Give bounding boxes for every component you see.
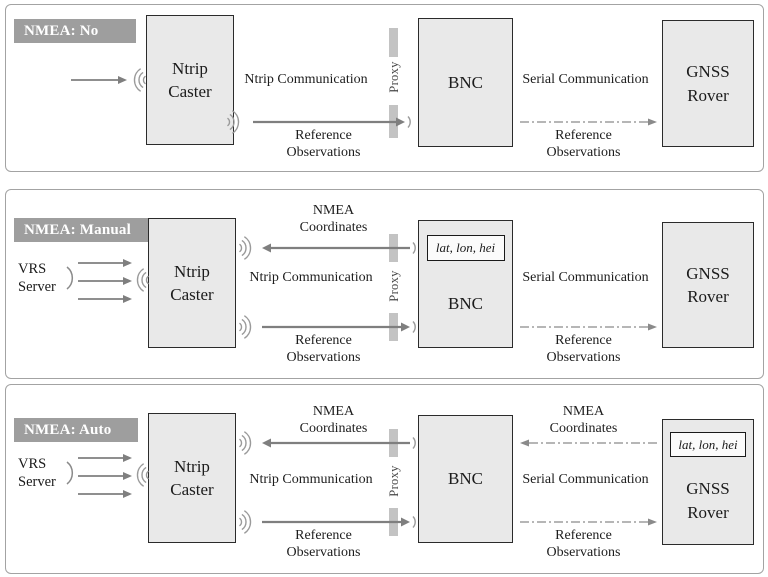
radio-waves-left-icon bbox=[133, 68, 147, 92]
nmea-coordinates-dashdot-arrow bbox=[520, 439, 658, 447]
ntrip-caster-label: Ntrip bbox=[174, 261, 210, 281]
radio-waves-right-icon bbox=[238, 431, 252, 455]
vrs-arrow bbox=[78, 472, 132, 480]
gnss-rover-label: GNSS bbox=[686, 263, 730, 283]
gnss-rover-box: GNSS Rover bbox=[662, 20, 754, 147]
panel-title-badge: NMEA: Auto bbox=[14, 418, 138, 442]
input-arrow bbox=[71, 76, 127, 84]
ntrip-caster-label: Ntrip bbox=[172, 58, 208, 78]
reference-observations-dashdot-arrow bbox=[520, 323, 657, 331]
radio-waves-right-icon bbox=[238, 236, 252, 260]
coordinates-box: lat, lon, hei bbox=[670, 432, 746, 457]
panel-nmea-no: NMEA: No Ntrip Caster Ntrip Communicatio… bbox=[5, 4, 764, 172]
panel-title-badge: NMEA: Manual bbox=[14, 218, 148, 242]
reference-observations-label: Reference Observations bbox=[286, 128, 361, 160]
vrs-arrow bbox=[78, 454, 132, 462]
vrs-arrow bbox=[78, 490, 132, 498]
reference-observations-arrow bbox=[253, 116, 411, 128]
proxy-label: Proxy bbox=[387, 465, 401, 497]
nmea-coordinates-arrow bbox=[262, 242, 416, 254]
serial-communication-label: Serial Communication bbox=[522, 270, 649, 285]
radio-waves-left-icon bbox=[136, 268, 150, 292]
paren-wave-icon bbox=[66, 266, 74, 290]
reference-observations-dashdot-arrow bbox=[520, 118, 657, 126]
coordinates-box: lat, lon, hei bbox=[426, 235, 505, 261]
bnc-box: BNC bbox=[418, 18, 513, 147]
reference-observations-label: Reference Observations bbox=[546, 128, 621, 160]
vrs-server-label: VRS Server bbox=[18, 261, 56, 295]
reference-observations-dashdot-arrow bbox=[520, 518, 657, 526]
vrs-arrow bbox=[78, 259, 132, 267]
ntrip-caster-box: Ntrip Caster bbox=[146, 15, 234, 145]
paren-wave-icon bbox=[66, 461, 74, 485]
bnc-box: lat, lon, hei BNC bbox=[418, 220, 513, 348]
reference-observations-label: Reference Observations bbox=[286, 333, 361, 365]
ntrip-communication-label: Ntrip Communication bbox=[244, 72, 368, 87]
nmea-coordinates-arrow bbox=[262, 437, 416, 449]
radio-waves-right-icon bbox=[226, 110, 240, 134]
panel-title-badge: NMEA: No bbox=[14, 19, 136, 43]
radio-waves-right-icon bbox=[238, 510, 252, 534]
ntrip-communication-label: Ntrip Communication bbox=[249, 270, 373, 285]
ntrip-caster-box: Ntrip Caster bbox=[148, 413, 236, 543]
bnc-label: BNC bbox=[448, 469, 483, 489]
ntrip-caster-label: Ntrip bbox=[174, 456, 210, 476]
serial-communication-label: Serial Communication bbox=[522, 72, 649, 87]
nmea-coordinates-label: NMEA Coordinates bbox=[549, 404, 618, 436]
nmea-coordinates-label: NMEA Coordinates bbox=[299, 404, 368, 436]
reference-observations-arrow bbox=[262, 321, 416, 333]
gnss-rover-box: GNSS Rover bbox=[662, 222, 754, 348]
panel-nmea-auto: NMEA: Auto VRS Server Ntrip Caster NMEA … bbox=[5, 384, 764, 574]
serial-communication-label: Serial Communication bbox=[522, 472, 649, 487]
bnc-label: BNC bbox=[448, 72, 483, 92]
radio-waves-right-icon bbox=[238, 315, 252, 339]
ntrip-caster-box: Ntrip Caster bbox=[148, 218, 236, 348]
proxy-label: Proxy bbox=[387, 61, 401, 93]
vrs-arrow bbox=[78, 295, 132, 303]
reference-observations-label: Reference Observations bbox=[286, 528, 361, 560]
bnc-box: BNC bbox=[418, 415, 513, 543]
vrs-server-label: VRS Server bbox=[18, 456, 56, 490]
bnc-label: BNC bbox=[448, 294, 483, 314]
proxy-bar bbox=[389, 28, 398, 57]
proxy-label: Proxy bbox=[387, 270, 401, 302]
radio-waves-left-icon bbox=[136, 463, 150, 487]
reference-observations-arrow bbox=[262, 516, 416, 528]
gnss-rover-box: lat, lon, hei GNSS Rover bbox=[662, 419, 754, 545]
gnss-rover-label: GNSS bbox=[686, 479, 730, 499]
gnss-rover-label: GNSS bbox=[686, 62, 730, 82]
reference-observations-label: Reference Observations bbox=[546, 528, 621, 560]
vrs-arrow bbox=[78, 277, 132, 285]
nmea-coordinates-label: NMEA Coordinates bbox=[299, 203, 368, 235]
ntrip-communication-label: Ntrip Communication bbox=[249, 472, 373, 487]
panel-nmea-manual: NMEA: Manual VRS Server Ntrip Caster NME… bbox=[5, 189, 764, 379]
reference-observations-label: Reference Observations bbox=[546, 333, 621, 365]
